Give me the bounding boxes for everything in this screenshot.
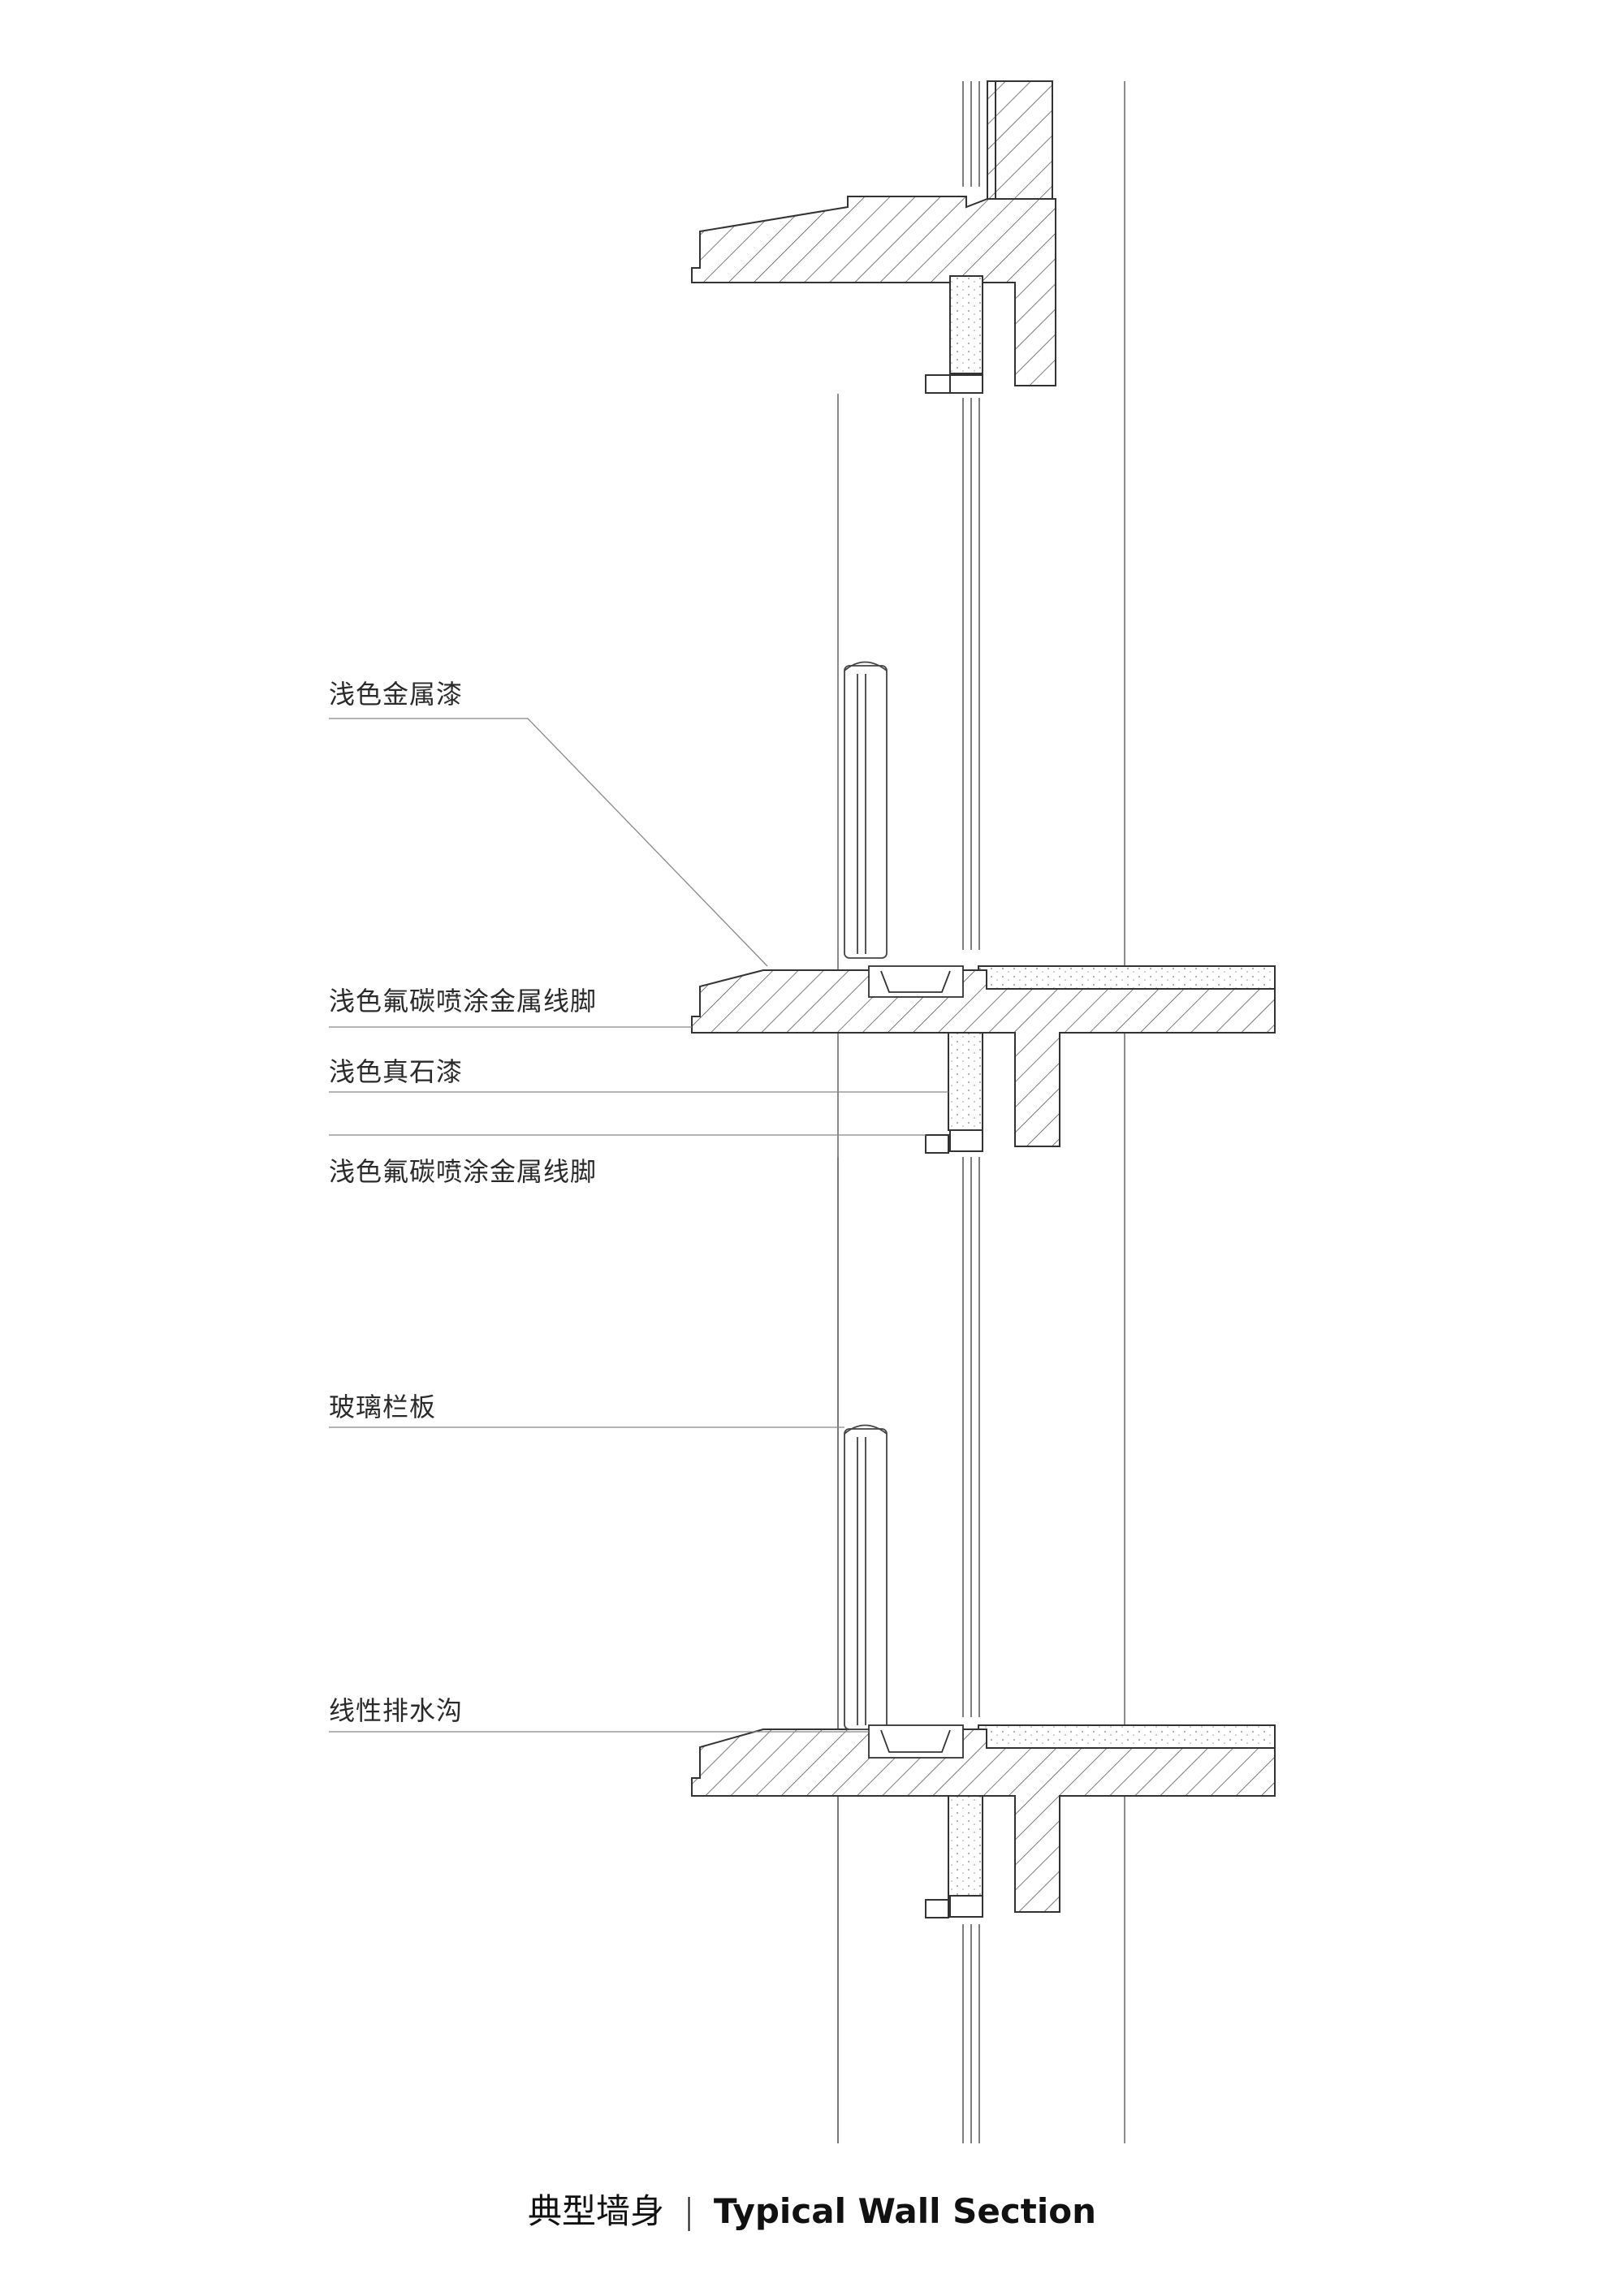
linear-drain-lower — [868, 1724, 964, 1759]
caption-separator: | — [683, 2191, 695, 2231]
label-linear-drain: 线性排水沟 — [329, 1695, 464, 1726]
label-glass-railing: 玻璃栏板 — [329, 1392, 437, 1422]
lower-slab — [691, 1724, 1276, 1918]
caption-en: Typical Wall Section — [713, 2191, 1097, 2231]
label-skirting-lower: 浅色氟碳喷涂金属线脚 — [329, 1156, 598, 1187]
glass-railing-upper — [844, 661, 888, 959]
wall-reference-lines — [837, 81, 1125, 2143]
window-mullion — [962, 81, 980, 2143]
label-skirting-upper: 浅色氟碳喷涂金属线脚 — [329, 986, 598, 1016]
top-canopy-slab — [691, 80, 1056, 394]
linear-drain-upper — [868, 965, 964, 998]
middle-slab-upper — [691, 965, 1276, 1154]
caption-zh: 典型墙身 — [527, 2191, 664, 2231]
leader-lines — [329, 718, 948, 1733]
drawing-caption: 典型墙身 | Typical Wall Section — [0, 2184, 1624, 2233]
label-metal-paint: 浅色金属漆 — [329, 679, 464, 710]
label-stone-paint: 浅色真石漆 — [329, 1056, 464, 1087]
glass-railing-lower — [844, 1424, 888, 1730]
